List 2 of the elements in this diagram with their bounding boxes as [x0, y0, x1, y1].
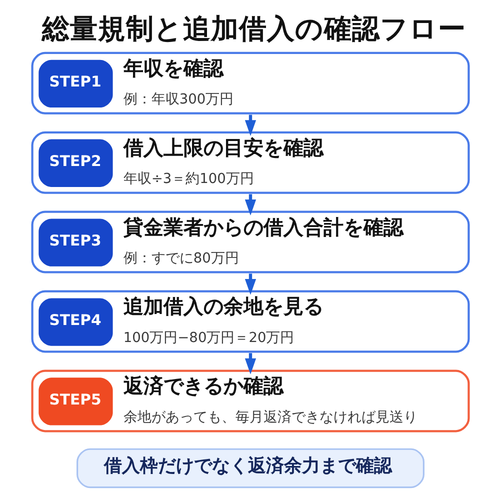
node-box: 借入枠だけでなく返済余力まで確認	[76, 448, 424, 488]
diagram-title: 総量規制と追加借入の確認フロー	[41, 12, 466, 45]
